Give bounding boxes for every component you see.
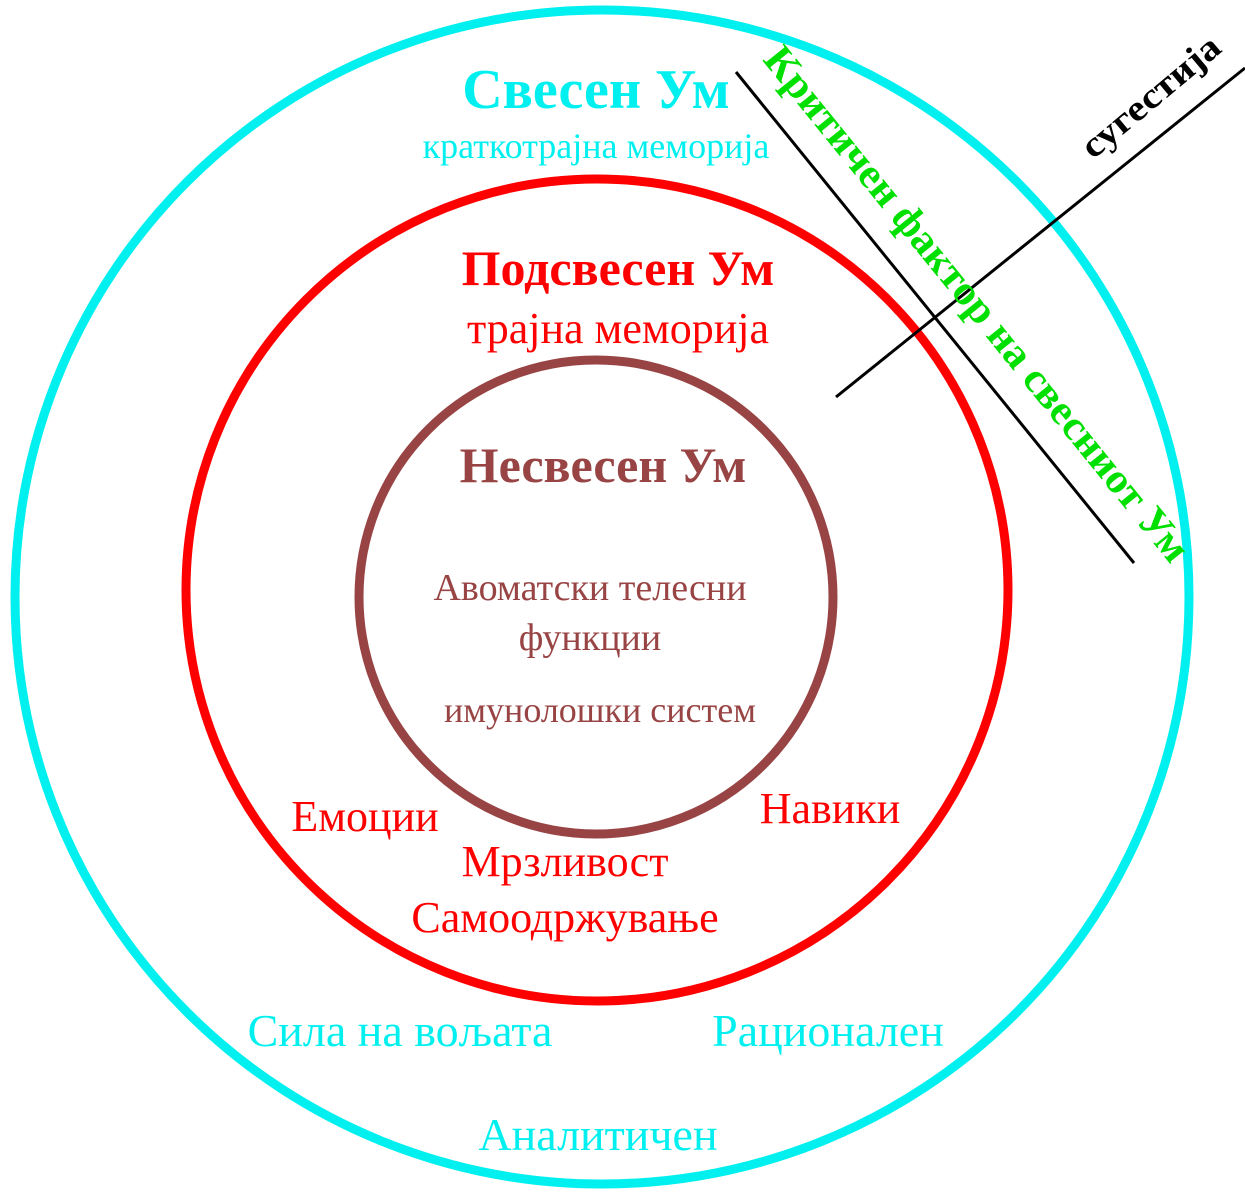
suggestion-line: [835, 66, 1245, 399]
unconscious-text-line3: имунолошки систем: [444, 690, 756, 730]
trait-emotions: Емоции: [291, 792, 438, 841]
trait-self-preservation: Самоодржување: [411, 893, 718, 942]
trait-habits: Навики: [760, 784, 901, 833]
trait-willpower: Сила на вољата: [248, 1005, 553, 1056]
unconscious-mind-title: Несвесен Ум: [460, 437, 747, 493]
trait-laziness: Мрзливост: [462, 837, 669, 886]
conscious-mind-circle: [10, 5, 1194, 1189]
subconscious-mind-circle: [181, 174, 1013, 1006]
conscious-mind-subtitle: краткотрајна меморија: [423, 126, 770, 166]
unconscious-mind-circle: [354, 355, 838, 839]
unconscious-text-line2: функции: [519, 617, 661, 659]
trait-rational: Рационален: [712, 1005, 944, 1056]
conscious-mind-title: Свесен Ум: [462, 59, 730, 121]
subconscious-mind-title: Подсвесен Ум: [462, 240, 775, 296]
subconscious-mind-subtitle: трајна меморија: [467, 304, 769, 353]
trait-analytical: Аналитичен: [478, 1109, 717, 1160]
unconscious-text-line1: Авоматски телесни: [433, 567, 746, 609]
